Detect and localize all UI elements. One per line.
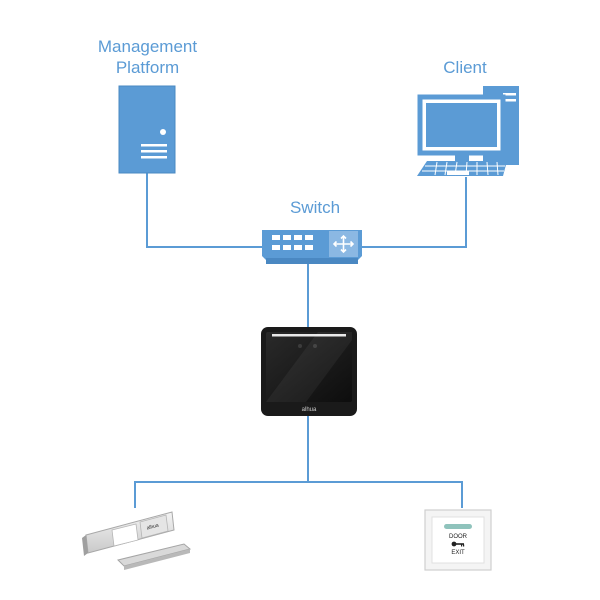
magnetic-lock-icon: alhua (82, 511, 192, 570)
exit-button-text-bottom: EXIT (451, 550, 465, 556)
management-platform-label: Management Platform (97, 37, 198, 77)
exit-button-icon: DOOR EXIT (424, 509, 492, 571)
connection-lines (134, 173, 467, 508)
face-recognition-terminal-icon: alhua (261, 327, 357, 416)
terminal-brand: alhua (302, 407, 317, 413)
line-platform-to-switch (146, 173, 262, 248)
line-client-to-switch (362, 177, 467, 248)
line-bus-to-lock (134, 481, 463, 508)
key-icon (451, 541, 465, 547)
network-switch-icon (262, 230, 362, 264)
desktop-computer-icon (417, 86, 519, 176)
switch-label: Switch (289, 198, 341, 217)
server-tower-icon (118, 85, 176, 174)
exit-button-text-top: DOOR (449, 534, 468, 540)
client-label: Client (443, 58, 487, 77)
lock-brand: alhua (146, 522, 160, 531)
